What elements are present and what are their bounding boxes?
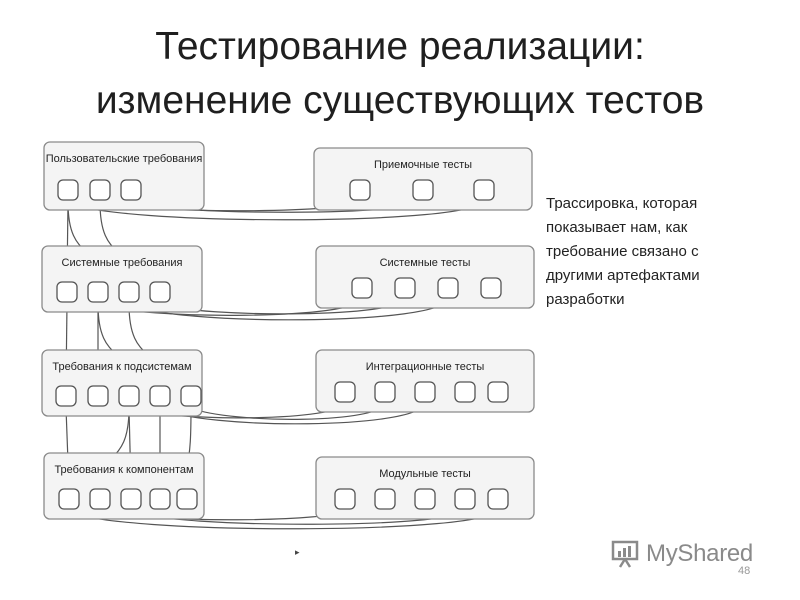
- subsys-req-node-1: [55, 385, 77, 407]
- integration-tests-frame: [315, 349, 535, 413]
- system-tests-label: Системные тесты: [380, 257, 471, 269]
- integration-tests-box: Интеграционные тесты: [315, 349, 535, 413]
- sys-req-node-2: [87, 281, 109, 303]
- sys-req-box: Системные требования: [41, 245, 203, 313]
- sys-req-label: Системные требования: [62, 257, 183, 269]
- system-tests-node-4: [480, 277, 502, 299]
- comp-req-node-5: [176, 488, 198, 510]
- traceability-note: Трассировка, которая показывает нам, как…: [546, 195, 700, 308]
- subsys-req-node-4: [149, 385, 171, 407]
- user-req-node-1: [57, 179, 79, 201]
- acceptance-tests-frame: [313, 147, 533, 211]
- acceptance-tests-node-3: [473, 179, 495, 201]
- integration-tests-node-1: [334, 381, 356, 403]
- system-tests-frame: [315, 245, 535, 309]
- integration-tests-label: Интеграционные тесты: [366, 361, 485, 373]
- unit-tests-label: Модульные тесты: [379, 468, 471, 480]
- comp-req-label: Требования к компонентам: [54, 464, 193, 476]
- user-req-frame: [43, 141, 205, 211]
- subsys-req-label: Требования к подсистемам: [52, 361, 191, 373]
- comp-req-node-4: [149, 488, 171, 510]
- integration-tests-node-4: [454, 381, 476, 403]
- subsys-req-node-3: [118, 385, 140, 407]
- unit-tests-node-2: [374, 488, 396, 510]
- myshared-watermark: MyShared: [610, 536, 753, 572]
- title-line-2: изменение существующих тестов: [95, 79, 705, 122]
- user-req-node-2: [89, 179, 111, 201]
- integration-tests-node-3: [414, 381, 436, 403]
- subsys-req-node-5: [180, 385, 202, 407]
- system-tests-box: Системные тесты: [315, 245, 535, 309]
- acceptance-tests-node-1: [349, 179, 371, 201]
- integration-tests-node-5: [487, 381, 509, 403]
- subsys-req-box: Требования к подсистемам: [41, 349, 203, 417]
- unit-tests-box: Модульные тесты: [315, 456, 535, 520]
- comp-req-node-3: [120, 488, 142, 510]
- unit-tests-node-1: [334, 488, 356, 510]
- sys-req-node-1: [56, 281, 78, 303]
- comp-req-node-1: [58, 488, 80, 510]
- watermark-text: MyShared: [646, 540, 753, 567]
- title-line-1: Тестирование реализации:: [155, 25, 645, 68]
- unit-tests-node-3: [414, 488, 436, 510]
- system-tests-node-2: [394, 277, 416, 299]
- system-tests-node-1: [351, 277, 373, 299]
- page-number: 48: [738, 565, 751, 577]
- user-req-box: Пользовательские требования: [43, 141, 205, 211]
- subsys-req-node-2: [87, 385, 109, 407]
- sys-req-node-3: [118, 281, 140, 303]
- slide-title: Тестирование реализации: изменение сущес…: [0, 20, 800, 128]
- user-req-node-3: [120, 179, 142, 201]
- system-tests-node-3: [437, 277, 459, 299]
- presentation-board-icon: [611, 540, 639, 568]
- user-req-label: Пользовательские требования: [46, 153, 203, 165]
- unit-tests-node-5: [487, 488, 509, 510]
- acceptance-tests-box: Приемочные тесты: [313, 147, 533, 211]
- acceptance-tests-node-2: [412, 179, 434, 201]
- comp-req-box: Требования к компонентам: [43, 452, 205, 520]
- acceptance-tests-label: Приемочные тесты: [374, 159, 472, 171]
- comp-req-node-2: [89, 488, 111, 510]
- sys-req-node-4: [149, 281, 171, 303]
- unit-tests-frame: [315, 456, 535, 520]
- integration-tests-node-2: [374, 381, 396, 403]
- unit-tests-node-4: [454, 488, 476, 510]
- bullet-marker: ▸: [295, 547, 300, 557]
